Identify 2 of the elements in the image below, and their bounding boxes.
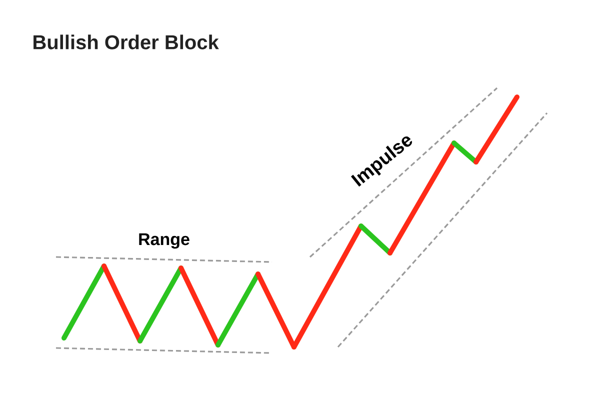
title: Bullish Order Block <box>34 34 219 50</box>
label: Range <box>139 233 190 249</box>
